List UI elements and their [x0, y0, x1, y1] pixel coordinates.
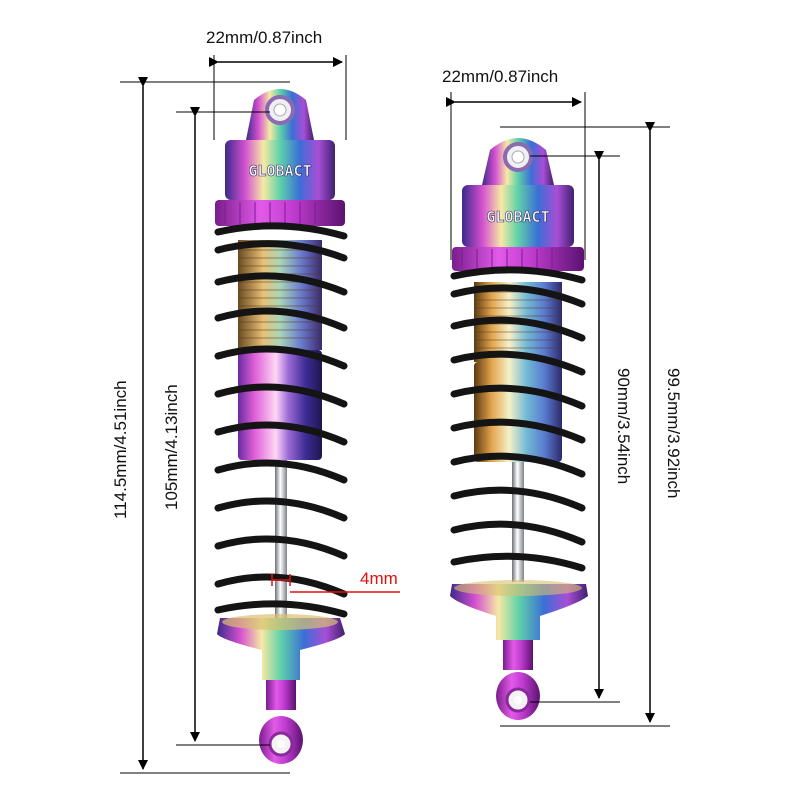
dimension-lines: [120, 55, 670, 774]
right-total-length-label: 99.5mm/3.92inch: [664, 368, 683, 499]
left-width-label: 22mm/0.87inch: [206, 28, 323, 47]
right-width-label: 22mm/0.87inch: [442, 67, 559, 86]
shaft-diameter-marker: [271, 574, 400, 593]
right-eye-to-eye-label: 90mm/3.54inch: [614, 368, 633, 485]
shaft-diameter-label: 4mm: [360, 569, 398, 588]
right-brand-mark: GLOBACT: [486, 208, 549, 226]
left-total-length-label: 114.5mm/4.51inch: [111, 380, 130, 519]
left-shock: GLOBACT: [214, 89, 348, 764]
right-spring: [450, 266, 586, 572]
left-brand-mark: GLOBACT: [248, 162, 311, 180]
right-shock: GLOBACT: [450, 138, 588, 720]
left-spring: [214, 222, 348, 618]
left-eye-to-eye-label: 105mm/4.13inch: [162, 384, 181, 510]
